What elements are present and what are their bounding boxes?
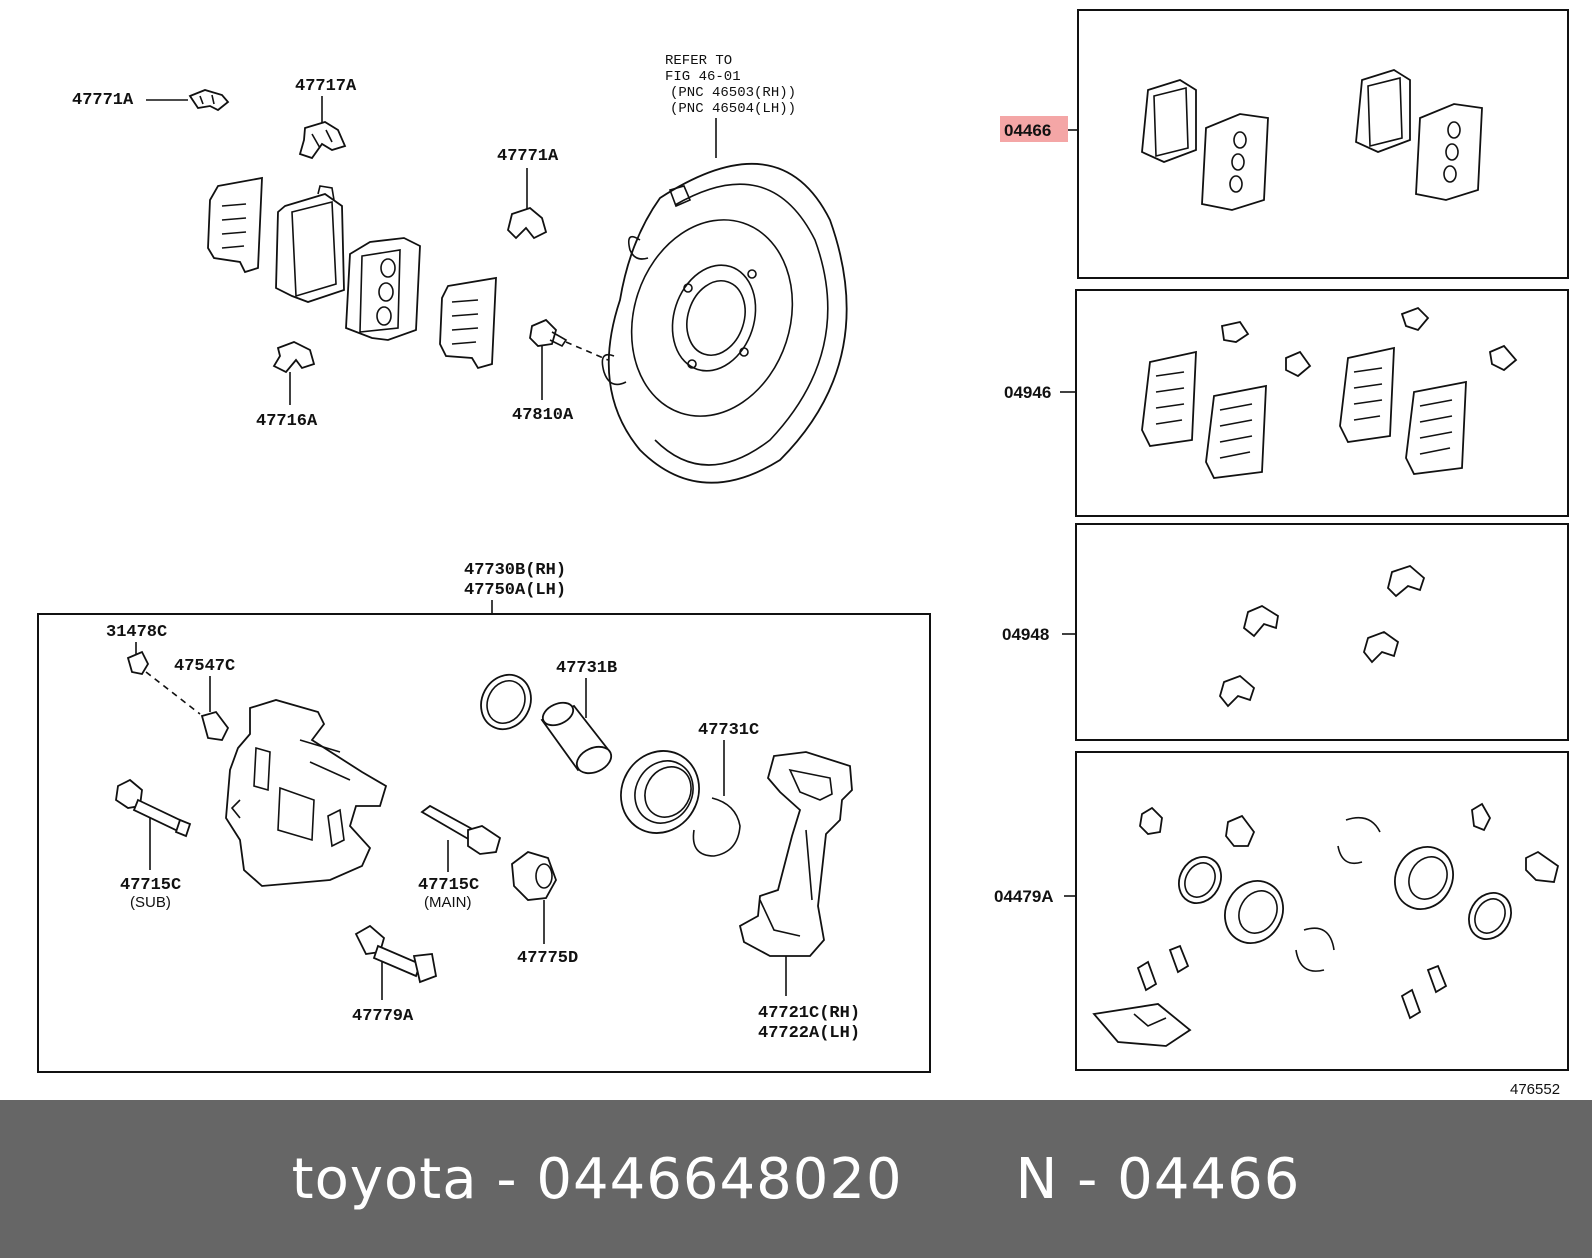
refer-line-4: (PNC 46504(LH))	[670, 101, 796, 117]
callout-47717a: 47717A	[295, 77, 357, 96]
clip-47717a	[298, 121, 347, 160]
bolt-47779a	[354, 924, 438, 984]
callout-47715c-sub: 47715C	[120, 876, 181, 895]
callout-31478c: 31478C	[106, 623, 167, 642]
callout-47715c-main: 47715C	[418, 876, 479, 895]
footer-brand-part: toyota - 0446648020	[291, 1146, 903, 1212]
piston-boot-47731c	[620, 750, 700, 834]
footer-bar: toyota - 0446648020 N - 04466	[0, 1100, 1592, 1258]
sub-note: (SUB)	[130, 894, 171, 911]
caliper-assembly-box	[37, 613, 931, 1073]
footer-spacer	[903, 1147, 1016, 1212]
kit-04466-pads	[1141, 69, 1483, 211]
piston-47731b	[540, 701, 613, 775]
footer-n-part: N - 04466	[1015, 1146, 1301, 1212]
bleeder-plug-47547c	[200, 710, 230, 741]
bolt-47810a	[529, 318, 568, 348]
refer-line-3: (PNC 46503(RH))	[670, 85, 796, 101]
kit-04946-shims	[1141, 306, 1518, 479]
snap-ring-47731c	[692, 797, 741, 857]
callout-47722a: 47722A(LH)	[758, 1024, 860, 1043]
callout-47716a: 47716A	[256, 412, 318, 431]
kit-04479a-seals	[1092, 802, 1560, 1047]
caliper-mounting-bracket	[738, 751, 853, 957]
callout-47810a: 47810A	[512, 406, 574, 425]
callout-47721c: 47721C(RH)	[758, 1004, 860, 1023]
parts-diagram: 47771A 47717A 47716A 47771A	[37, 9, 1569, 1098]
illustration-id: 476552	[1510, 1081, 1560, 1098]
pad-left	[275, 185, 345, 303]
pad-right	[345, 237, 421, 341]
callout-47731b: 47731B	[556, 659, 617, 678]
shim-right	[439, 276, 497, 370]
callout-47779a: 47779A	[352, 1007, 414, 1026]
slide-pin-sub	[115, 778, 192, 838]
callout-47730b: 47730B(RH)	[464, 561, 566, 580]
kit-box-04946	[1075, 289, 1569, 517]
kit-04948-clips	[1219, 564, 1426, 708]
kit-box-04948	[1075, 523, 1569, 741]
kit-number-04466: 04466	[1004, 121, 1051, 140]
callout-47750a: 47750A(LH)	[464, 581, 566, 600]
kit-box-04466	[1077, 9, 1569, 279]
slide-pin-main	[420, 804, 502, 855]
kit-box-04479a	[1075, 751, 1569, 1071]
callout-47775d: 47775D	[517, 949, 578, 968]
callout-47771a-top: 47771A	[72, 91, 134, 110]
clip-47771a-top	[188, 89, 230, 112]
main-note: (MAIN)	[424, 894, 472, 911]
kit-number-04479a: 04479A	[994, 887, 1054, 906]
disc-dust-cover	[601, 162, 848, 484]
kit-number-04948: 04948	[1002, 625, 1049, 644]
seal-ring-47731b	[480, 673, 532, 731]
caliper-body	[225, 699, 388, 887]
refer-line-1: REFER TO	[665, 53, 732, 69]
kit-number-04946: 04946	[1004, 383, 1051, 402]
callout-47731c: 47731C	[698, 721, 759, 740]
clip-47716a	[272, 341, 316, 374]
callout-47771a-mid: 47771A	[497, 147, 559, 166]
callout-47547c: 47547C	[174, 657, 235, 676]
refer-line-2: FIG 46-01	[665, 69, 741, 85]
shim-left	[207, 176, 263, 274]
bushing-47775d	[511, 851, 557, 901]
bleeder-cap-31478c	[126, 650, 150, 676]
clip-47771a-mid	[507, 206, 548, 240]
kit-number-highlight	[1000, 116, 1068, 142]
